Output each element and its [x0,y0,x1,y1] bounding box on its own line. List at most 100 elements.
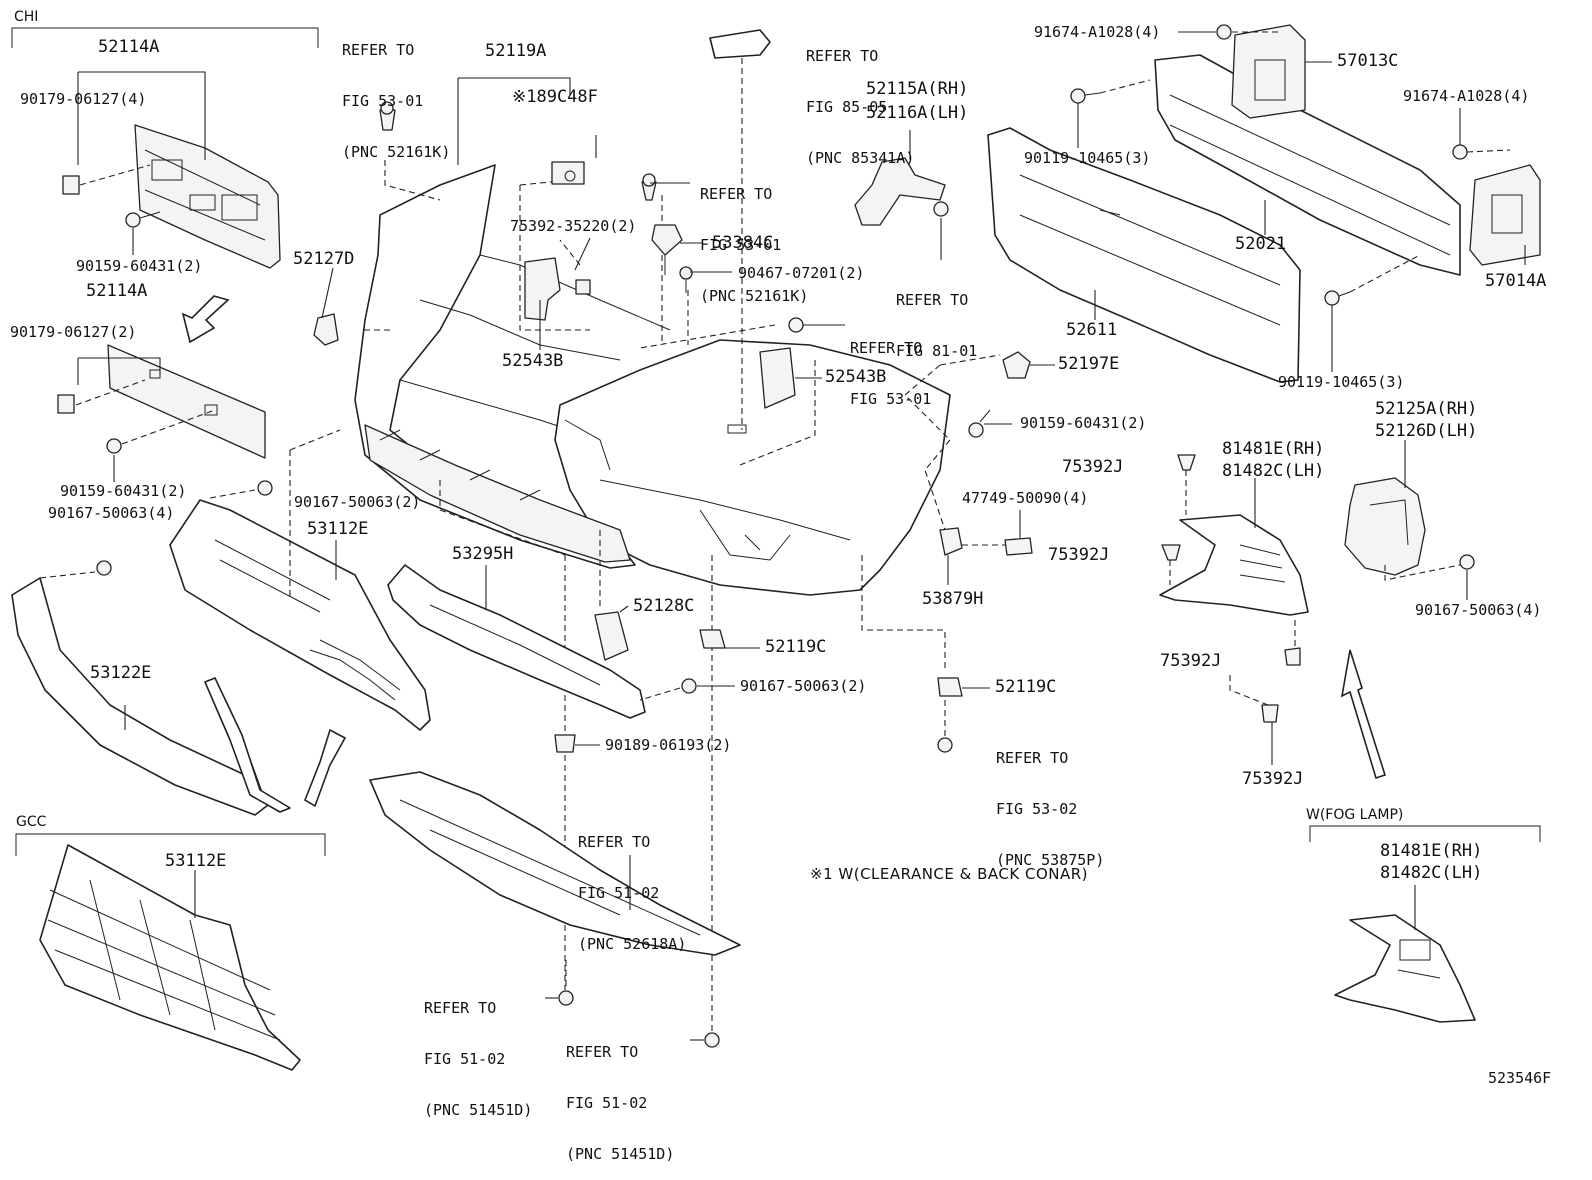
bolt-51451D-a [558,990,574,1006]
reference-block: REFER TO FIG 53-01 [850,306,931,425]
reference-line: FIG 51-02 [578,884,660,902]
reference-line: FIG 53-02 [996,800,1078,818]
part-number: 90189-06193(2) [605,736,732,754]
cap-52128C [594,611,629,661]
nut-clip-top [62,175,80,195]
reference-block: REFER TO FIG 51-02 (PNC 51451D) [424,966,532,1136]
section-bracket-gcc [15,833,326,856]
direction-arrow-1 [181,295,230,344]
reference-line: REFER TO [850,339,923,357]
cap-52127D [313,313,339,346]
undercover-52618A [369,771,741,956]
bolt-lower-left [96,560,112,576]
reference-line: REFER TO [896,291,969,309]
reference-line: FIG 53-01 [700,236,782,254]
reference-block: REFER TO FIG 51-02 (PNC 51451D) [566,1010,674,1180]
bolt-90159-right [968,409,991,438]
license-bracket-upper [134,124,281,269]
bracket-52125A [1344,477,1426,576]
bolt-90119-top [1070,88,1101,104]
clip-52161K-b [641,173,657,201]
reference-block: REFER TO FIG 81-01 [896,258,977,377]
diagram-artwork [11,24,1541,1071]
section-bracket-chi [11,27,319,48]
section-label-fog: W(FOG LAMP) [1306,807,1404,823]
clip-75392J-b [1161,544,1181,561]
fog-bezel-81481E [1159,514,1309,616]
direction-arrow-3 [1340,649,1387,780]
part-number: 52128C [633,596,695,616]
reference-line: (PNC 85341A) [806,149,915,167]
license-bracket-lower [107,344,266,459]
lower-grille-gcc [39,844,301,1071]
bracket-52115A [854,157,949,226]
part-number: 52125A(RH) [1375,399,1478,419]
part-number: 52611 [1066,320,1118,340]
part-number: 90179-06127(4) [20,90,147,108]
section-bracket-fog [1309,825,1541,842]
clip-52161K [379,101,396,131]
clip-90467 [679,266,693,293]
bolt-90167-mid [681,678,697,694]
bolt-grille [257,480,273,496]
part-number: 90467-07201(2) [738,264,865,282]
bolt-51451D-b [704,1032,720,1048]
reference-line: REFER TO [566,1043,639,1061]
bolt-mid-left [106,409,216,454]
part-number: ※189C48F [512,87,598,107]
part-number: 53879H [922,589,984,609]
reference-block: REFER TO FIG 85-05 (PNC 85341A) [806,14,914,184]
bumper-lower-frame [364,424,631,563]
part-number: 75392J [1048,545,1110,565]
clip-75392-35220 [575,279,591,295]
part-number: 52126D(LH) [1375,421,1478,441]
clip-75392J-d [1261,704,1279,723]
reference-line: REFER TO [342,41,415,59]
reference-line: FIG 51-02 [424,1050,506,1068]
lamp-cover-85341A [709,29,771,59]
connector-89C48F [551,161,585,185]
footnote: ※1 W(CLEARANCE & BACK CONAR) [810,865,1089,883]
diagram-id: 523546F [1488,1069,1552,1087]
part-number: 47749-50090(4) [962,489,1089,507]
part-number: 75392-35220(2) [510,217,637,235]
reference-block: REFER TO FIG 51-02 (PNC 52618A) [578,800,686,970]
part-number: 90167-50063(2) [740,677,867,695]
part-number: 52116A(LH) [866,103,969,123]
part-number: 81481E(RH) [1380,841,1483,861]
bracket-53295H [387,564,646,719]
part-number: 52197E [1058,354,1120,374]
part-number: 52119C [765,637,827,657]
pad-52543B-right [759,347,796,409]
clip-75392J-c [1284,647,1301,666]
upper-grille-chi [169,499,431,731]
reference-line: REFER TO [700,185,773,203]
reference-line: FIG 53-01 [850,390,932,408]
part-number: 90167-50063(4) [48,504,175,522]
reference-line: FIG 53-01 [342,92,424,110]
part-number: 53122E [90,663,152,683]
reference-block: REFER TO FIG 53-02 (PNC 53875P) [996,716,1104,886]
part-number: 91674-A1028(4) [1034,23,1161,41]
part-number: 52543B [502,351,564,371]
clip-52119C-right [937,677,963,697]
bolt-53875P [937,737,953,753]
clip-47749 [1004,537,1033,556]
lower-molding-strip [11,577,291,816]
absorber-52611 [987,127,1301,383]
part-number: 75392J [1160,651,1222,671]
bolt-90167-right [1459,554,1475,570]
part-number: 57013C [1337,51,1399,71]
part-number: 53112E [307,519,369,539]
part-number: 53112E [165,851,227,871]
reference-line: REFER TO [424,999,497,1017]
part-number: 52114A [98,37,160,57]
reference-line: FIG 81-01 [896,342,978,360]
part-number: 53295H [452,544,514,564]
reference-line: FIG 85-05 [806,98,888,116]
part-number: 52119C [995,677,1057,697]
bolt-91674-top [1216,24,1232,40]
part-number: 90159-60431(2) [76,257,203,275]
reference-block: REFER TO FIG 53-01 (PNC 52161K) [700,152,808,322]
part-number: 81482C(LH) [1222,461,1325,481]
